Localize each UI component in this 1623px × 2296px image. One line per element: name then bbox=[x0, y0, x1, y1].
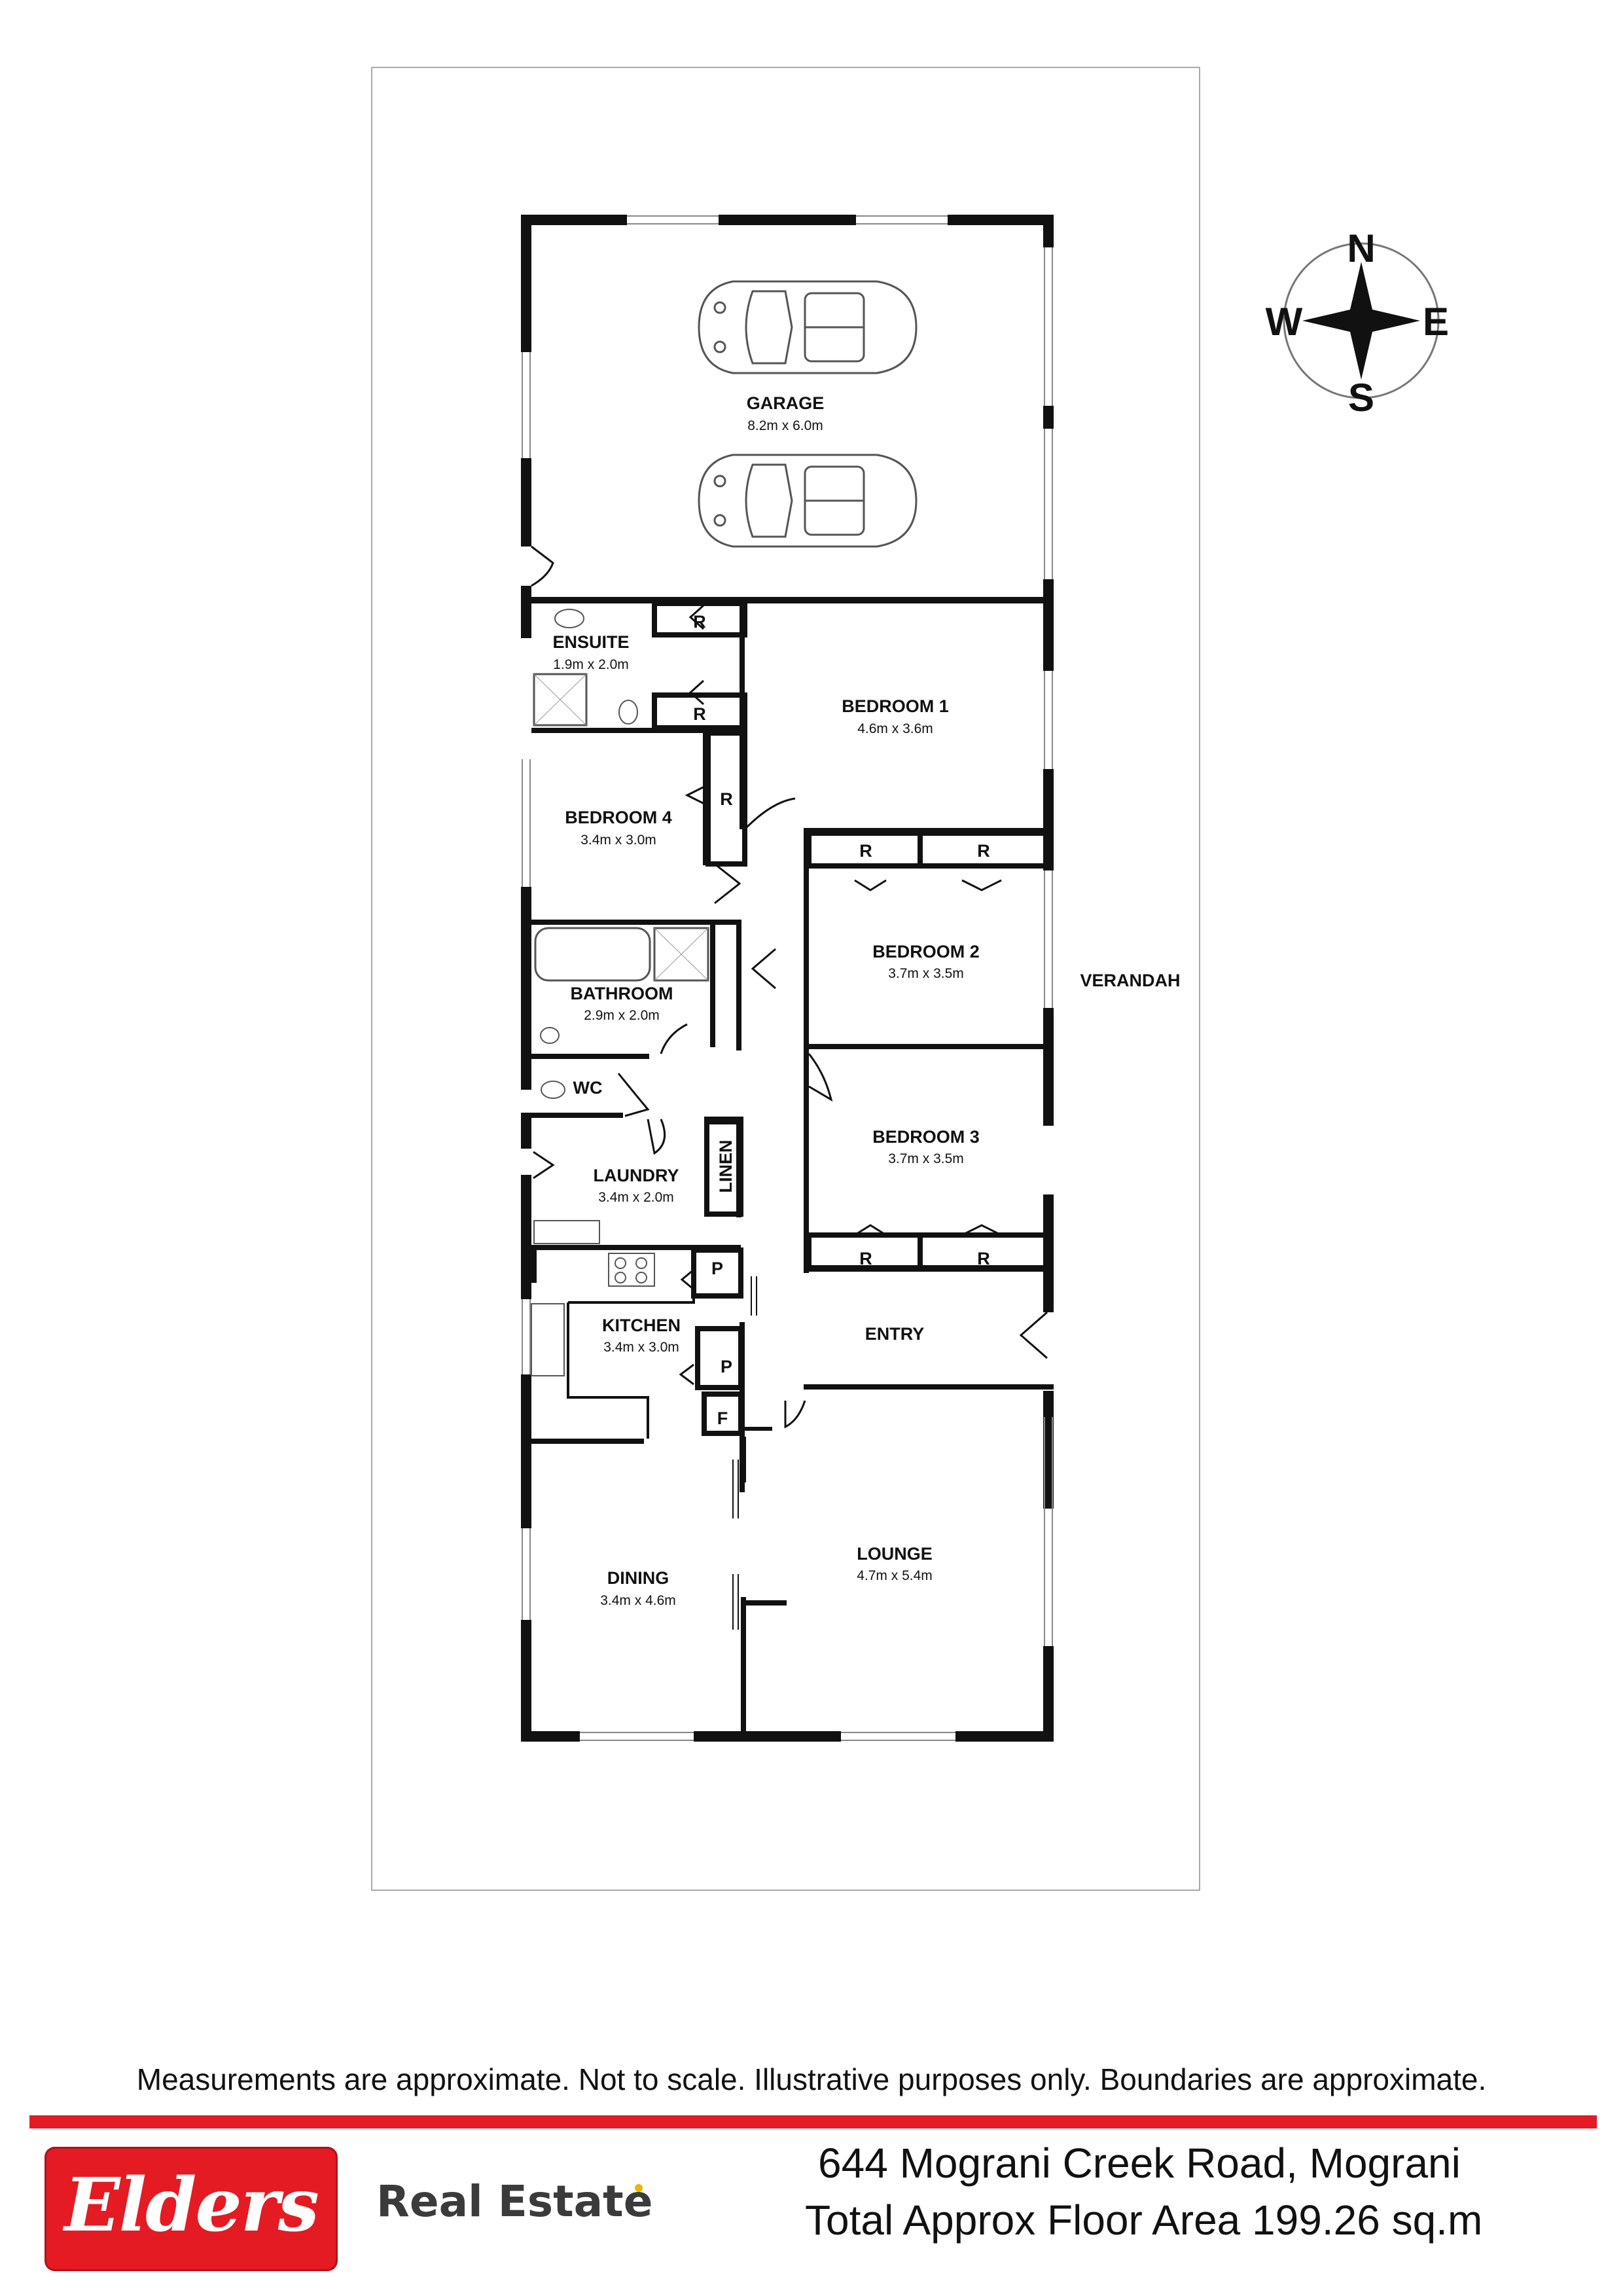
footer-divider bbox=[29, 2115, 1597, 2128]
property-address: 644 Mograni Creek Road, Mograni bbox=[818, 2140, 1461, 2187]
windows bbox=[522, 215, 1053, 1741]
robe-label: R bbox=[693, 704, 706, 724]
robe-label: R bbox=[720, 789, 733, 809]
bath-basin bbox=[540, 1027, 560, 1044]
robe-label: R bbox=[977, 1249, 990, 1268]
lounge-dim: 4.7m x 5.4m bbox=[857, 1568, 933, 1583]
bedroom1-dim: 4.6m x 3.6m bbox=[857, 721, 933, 736]
ensuite-shower bbox=[533, 673, 588, 726]
compass-east: E bbox=[1423, 300, 1449, 344]
cooktop-burners bbox=[615, 1257, 647, 1283]
entry-label: ENTRY bbox=[865, 1324, 925, 1344]
brand-logo-word: Elders bbox=[64, 2162, 319, 2248]
bedroom1-label: BEDROOM 1 bbox=[842, 696, 949, 716]
dining-label: DINING bbox=[607, 1568, 669, 1588]
bathroom-dim: 2.9m x 2.0m bbox=[584, 1008, 660, 1023]
laundry-label: LAUNDRY bbox=[594, 1166, 679, 1185]
bathtub bbox=[534, 927, 651, 982]
ensuite-toilet bbox=[618, 700, 638, 725]
car-bottom bbox=[698, 454, 918, 548]
compass-icon bbox=[1283, 242, 1440, 399]
bedroom3-label: BEDROOM 3 bbox=[872, 1127, 980, 1147]
brand-suffix: Real Estate bbox=[376, 2176, 653, 2227]
brand-dot-icon bbox=[635, 2184, 643, 2192]
verandah-label: VERANDAH bbox=[1080, 971, 1180, 990]
floor-area: Total Approx Floor Area 199.26 sq.m bbox=[805, 2197, 1483, 2244]
fridge-label: F bbox=[717, 1408, 728, 1428]
cooktop bbox=[608, 1253, 655, 1287]
robe-label: R bbox=[977, 841, 990, 861]
linen-label: LINEN bbox=[716, 1140, 736, 1193]
ensuite-label: ENSUITE bbox=[552, 632, 629, 652]
brand-logo: Elders bbox=[45, 2147, 338, 2271]
lounge-label: LOUNGE bbox=[857, 1544, 933, 1564]
garage-dim: 8.2m x 6.0m bbox=[747, 418, 823, 433]
dining-dim: 3.4m x 4.6m bbox=[600, 1593, 676, 1608]
verandah-outline bbox=[371, 67, 1200, 1891]
bedroom2-label: BEDROOM 2 bbox=[872, 942, 980, 961]
kitchen-dim: 3.4m x 3.0m bbox=[603, 1340, 679, 1355]
robe-label: R bbox=[693, 612, 706, 632]
sliding-doors bbox=[732, 1276, 757, 1630]
car-top bbox=[698, 280, 918, 374]
robe-label: R bbox=[859, 841, 872, 861]
kitchen-bench bbox=[567, 1250, 695, 1439]
pantry-label: P bbox=[721, 1357, 732, 1376]
house-floor bbox=[524, 218, 1051, 1738]
laundry-tubs bbox=[533, 1220, 600, 1244]
bedroom4-dim: 3.4m x 3.0m bbox=[580, 833, 656, 848]
compass-south: S bbox=[1348, 376, 1374, 420]
compass-west: W bbox=[1266, 300, 1303, 344]
kitchen-sink bbox=[531, 1303, 565, 1376]
doors bbox=[531, 545, 1048, 1429]
laundry-dim: 3.4m x 2.0m bbox=[598, 1190, 674, 1205]
compass-north: N bbox=[1347, 226, 1375, 270]
garage-label: GARAGE bbox=[747, 393, 825, 413]
kitchen-label: KITCHEN bbox=[602, 1316, 681, 1335]
wc-label: WC bbox=[573, 1078, 603, 1098]
bedroom2-dim: 3.7m x 3.5m bbox=[888, 966, 964, 981]
robe-label: R bbox=[859, 1249, 872, 1268]
pantry-label: P bbox=[711, 1259, 723, 1278]
exterior-walls bbox=[521, 215, 1054, 1742]
ensuite-dim: 1.9m x 2.0m bbox=[553, 657, 629, 672]
bedroom4-label: BEDROOM 4 bbox=[565, 808, 672, 827]
wc-toilet bbox=[541, 1081, 565, 1099]
bath-shower bbox=[653, 927, 709, 982]
bedroom3-dim: 3.7m x 3.5m bbox=[888, 1151, 964, 1166]
bathroom-label: BATHROOM bbox=[571, 984, 673, 1003]
ensuite-basin bbox=[554, 609, 584, 628]
disclaimer: Measurements are approximate. Not to sca… bbox=[136, 2062, 1487, 2096]
